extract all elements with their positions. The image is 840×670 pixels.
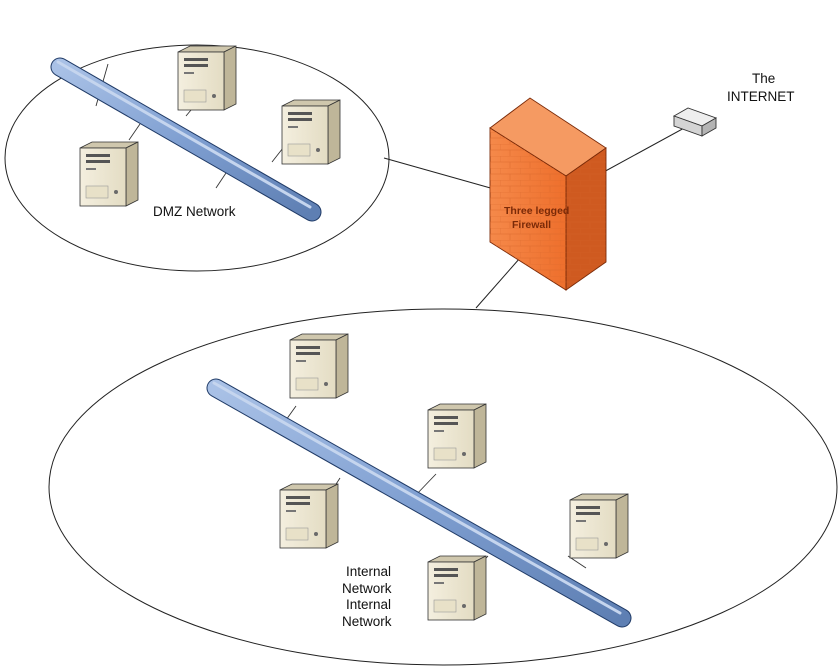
firewall-label-line1: Three legged — [504, 205, 569, 217]
internal-network: Internal Network Internal Network — [48, 308, 838, 666]
dmz-network-boundary — [4, 44, 390, 272]
internal-server-link — [285, 405, 297, 421]
internal-network-boundary — [48, 308, 838, 666]
dmz-firewall-link — [383, 157, 495, 190]
dmz-server-link — [271, 147, 284, 163]
server-tower-icon — [279, 483, 339, 549]
server-tower-icon — [281, 99, 341, 165]
server-tower-icon — [427, 403, 487, 469]
router-icon — [672, 107, 718, 137]
dmz-server-link — [128, 123, 141, 141]
server-tower-icon — [427, 555, 487, 621]
firewall-internal-link — [475, 257, 521, 309]
internal-network-label-line4: Network — [342, 614, 392, 629]
firewall-internet-link — [599, 126, 687, 175]
dmz-network-label: DMZ Network — [153, 204, 236, 219]
internal-network-label-line1: Internal — [346, 564, 391, 579]
internet-label-line1: The — [752, 71, 775, 86]
dmz-backbone — [50, 57, 322, 222]
dmz-network: DMZ Network — [4, 44, 390, 272]
server-tower-icon — [289, 333, 349, 399]
server-tower-icon — [177, 45, 237, 111]
firewall-label-line2: Firewall — [512, 219, 551, 231]
brick-wall-icon: Three legged Firewall — [489, 97, 607, 291]
internal-network-label-line2: Network — [342, 581, 392, 596]
server-tower-icon — [79, 141, 139, 207]
internal-backbone — [206, 378, 632, 628]
internal-network-label-line3: Internal — [346, 597, 391, 612]
server-tower-icon — [569, 493, 629, 559]
internet-label-line2: INTERNET — [727, 89, 795, 104]
